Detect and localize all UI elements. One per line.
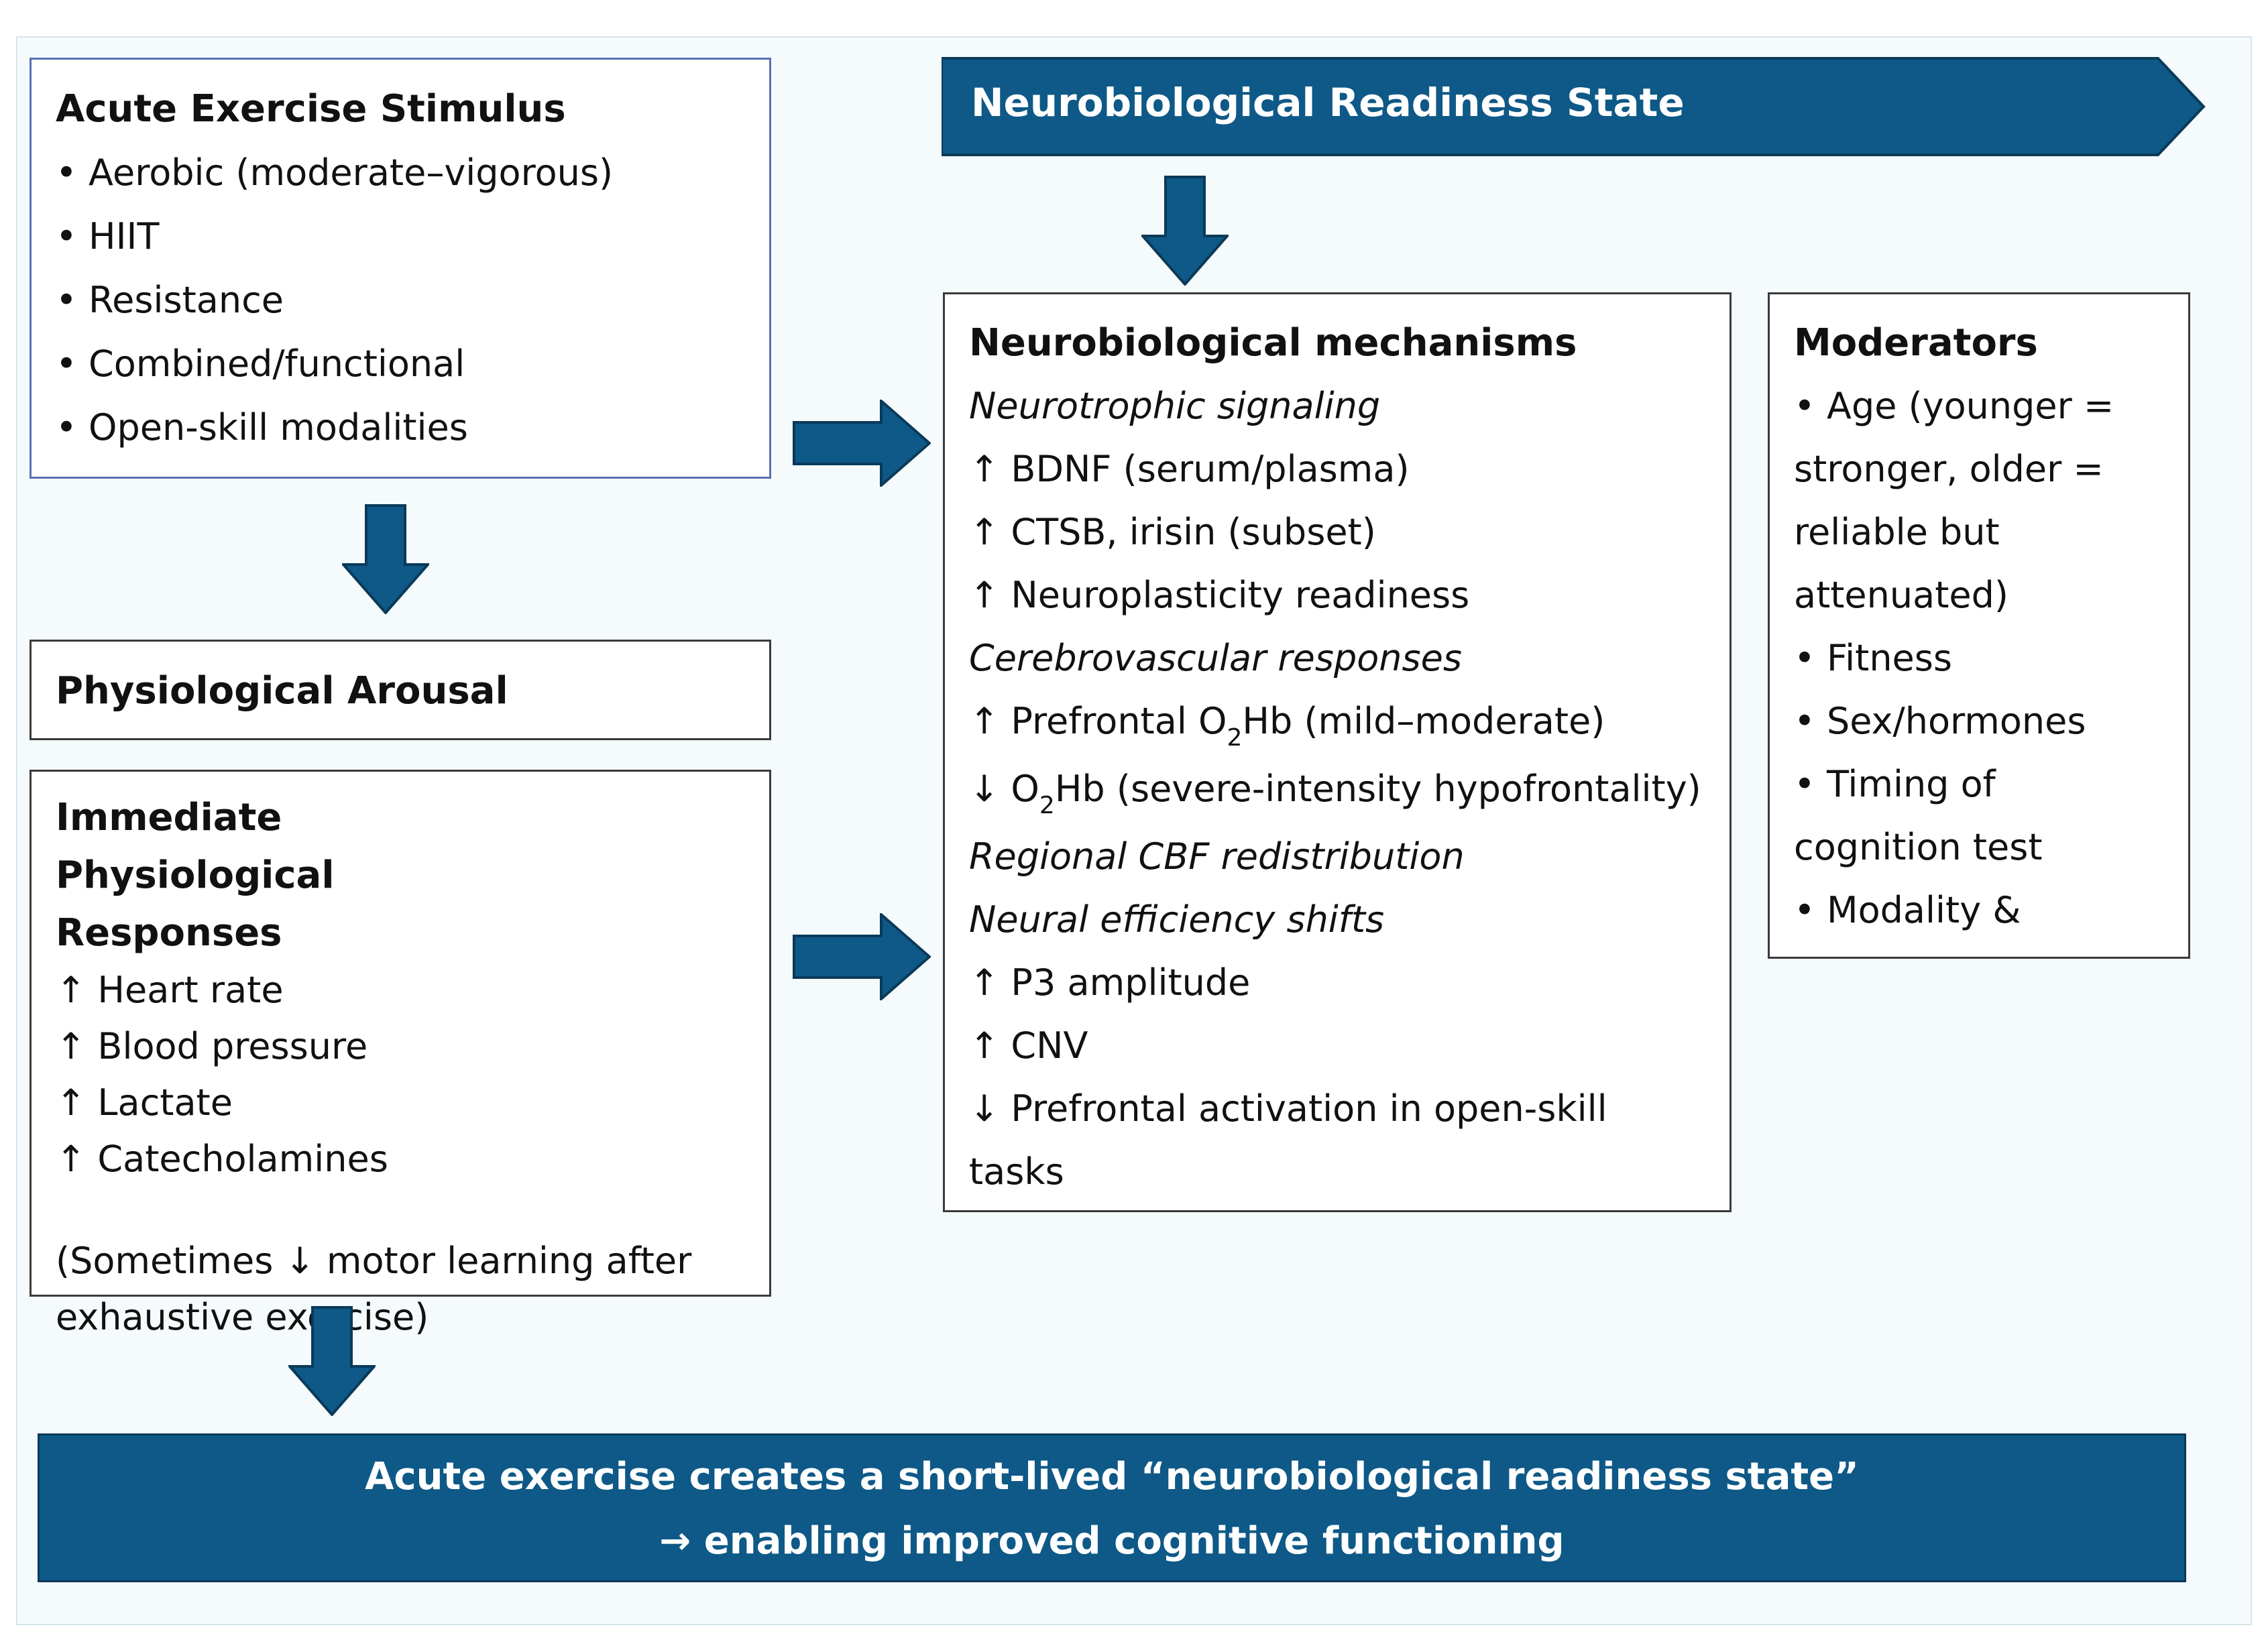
prefrontal-o2hb-up: ↑ Prefrontal O2Hb (mild–moderate) [969,690,1705,758]
o2hb-down-subscript: 2 [1039,792,1055,819]
moderator-item: • Timing of [1794,763,1996,805]
conclusion-banner: Acute exercise creates a short-lived “ne… [38,1433,2186,1582]
o2hb-down-suffix: Hb (severe-intensity hypofrontality) [1054,768,1701,810]
arousal-title: Physiological Arousal [56,669,508,713]
prefrontal-up-prefix: ↑ Prefrontal O [969,700,1227,742]
stimulus-item: • Open-skill modalities [56,406,468,449]
immediate-item: ↑ Heart rate [56,969,284,1011]
right-arrow-immediate [793,913,931,1000]
mechanism-item: ↑ P3 amplitude [969,961,1251,1004]
immediate-box: Immediate Physiological Responses ↑ Hear… [30,770,771,1338]
stimulus-box: Acute Exercise Stimulus • Aerobic (moder… [30,58,771,479]
mechanism-item: ↑ BDNF (serum/plasma) [969,448,1410,490]
down-arrow-stimulus [342,504,429,614]
moderator-item: • Fitness [1794,637,1953,679]
moderator-item: cognition test [1794,826,2043,868]
mechanism-item: ↓ Prefrontal activation in open-skill [969,1087,1607,1130]
immediate-item: ↑ Catecholamines [56,1138,388,1180]
moderator-item: • Modality & [1794,889,2021,931]
down-arrow-readiness [1141,176,1229,286]
mechanism-item: tasks [969,1151,1064,1193]
prefrontal-up-suffix: Hb (mild–moderate) [1242,700,1605,742]
stimulus-item: • Resistance [56,279,284,321]
moderator-item: reliable but [1794,511,2000,553]
o2hb-down: ↓ O2Hb (severe-intensity hypofrontality) [969,758,1705,825]
stimulus-item: • HIIT [56,215,160,257]
moderators-box: Moderators • Age (younger = stronger, ol… [1768,292,2190,959]
stimulus-title: Acute Exercise Stimulus [56,87,566,131]
readiness-label: Neurobiological Readiness State [971,80,1685,125]
immediate-note: exhaustive exercise) [56,1296,429,1338]
o2hb-down-prefix: ↓ O [969,768,1039,810]
mechanism-item: ↑ Neuroplasticity readiness [969,574,1470,616]
immediate-note: (Sometimes ↓ motor learning after [56,1240,692,1282]
mechanisms-box: Neurobiological mechanisms Neurotrophic … [943,292,1732,1212]
immediate-item: ↑ Lactate [56,1081,233,1124]
moderator-item: stronger, older = [1794,448,2104,490]
stimulus-item: • Aerobic (moderate–vigorous) [56,152,614,194]
arousal-box: Physiological Arousal [30,640,771,740]
neural-efficiency-heading: Neural efficiency shifts [969,898,1385,941]
moderator-item: attenuated) [1794,574,2008,616]
right-arrow-stimulus [793,400,931,487]
conclusion-line-2: → enabling improved cognitive functionin… [659,1519,1565,1563]
down-arrow-immediate [288,1306,376,1416]
moderator-item: • Age (younger = [1794,385,2114,427]
readiness-arrow-shape [940,57,2206,156]
conclusion-line-1: Acute exercise creates a short-lived “ne… [365,1455,1859,1498]
prefrontal-up-subscript: 2 [1227,724,1243,752]
mechanism-item: ↑ CTSB, irisin (subset) [969,511,1376,553]
immediate-item: ↑ Blood pressure [56,1025,368,1067]
mechanism-item: ↑ CNV [969,1024,1088,1067]
moderator-item: • Sex/hormones [1794,700,2086,742]
neurotrophic-heading: Neurotrophic signaling [969,385,1381,427]
cbf-heading: Regional CBF redistribution [969,835,1465,878]
moderators-title: Moderators [1794,321,2038,365]
stimulus-item: • Combined/functional [56,343,465,385]
cerebrovascular-heading: Cerebrovascular responses [969,637,1463,679]
readiness-banner [940,56,2208,160]
immediate-title: Immediate Physiological Responses [56,796,335,955]
mechanisms-title: Neurobiological mechanisms [969,321,1577,365]
